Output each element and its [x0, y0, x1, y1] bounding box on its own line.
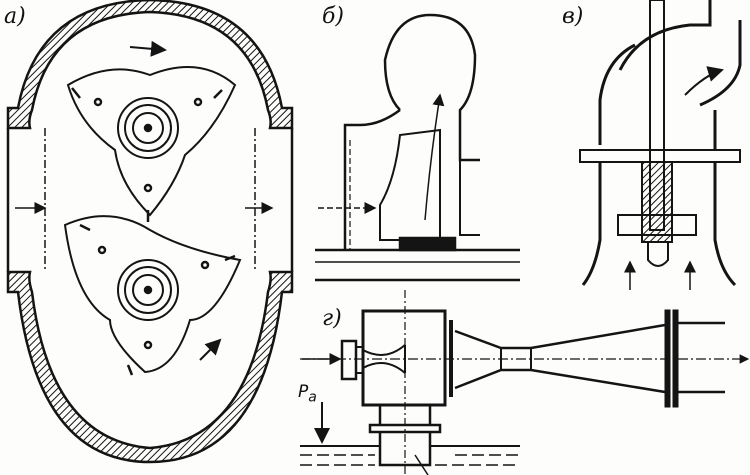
casing-bottom — [6, 270, 294, 464]
ejector-g — [300, 290, 750, 475]
atmospheric-pressure-label: Pa — [298, 382, 317, 405]
label-b: б) — [322, 4, 345, 29]
rotary-pump-a — [6, 0, 294, 464]
pressure-subscript: a — [308, 389, 317, 406]
label-v: в) — [562, 4, 584, 29]
label-g: г) — [322, 306, 342, 331]
pressure-symbol: P — [298, 382, 309, 402]
casing-top — [6, 0, 294, 130]
centrifugal-stage-b — [315, 13, 520, 282]
rotor-bottom — [63, 215, 242, 374]
rotor-top — [66, 66, 237, 217]
axial-pump-v — [579, 0, 742, 290]
label-a: а) — [4, 4, 26, 29]
